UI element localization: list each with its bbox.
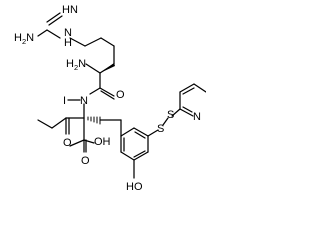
alpha-amine-label: H2N [66,58,86,72]
amide-nitrogen-label: N [80,95,88,107]
pyridine-nitrogen-label: N [193,111,201,123]
phenol-hydroxyl-label: HO [126,181,143,193]
ketone-oxygen-label: O [63,137,72,149]
wedge-bond [100,63,115,73]
guanidine-amine-label: H2N [14,32,34,46]
carboxyl-oxygen-label: O [81,155,90,167]
bond-lines [37,12,206,179]
guanidine-n-label: N [64,27,72,39]
molecule-structure: HN H2N N H H2N O N I O O OH S S N HO [14,4,206,193]
disulfide-s1-label: S [157,123,164,135]
hashed-bond [87,116,101,125]
carboxyl-hydroxyl-label: OH [94,136,111,148]
guanidine-nh-h-label: H [64,37,72,49]
structure-diagram: HN H2N N H H2N O N I O O OH S S N HO [14,4,206,193]
disulfide-s2-label: S [167,109,174,121]
iodine-label: I [63,95,66,107]
guanidine-imine-label: HN [62,4,78,16]
amide-oxygen-label: O [116,89,125,101]
